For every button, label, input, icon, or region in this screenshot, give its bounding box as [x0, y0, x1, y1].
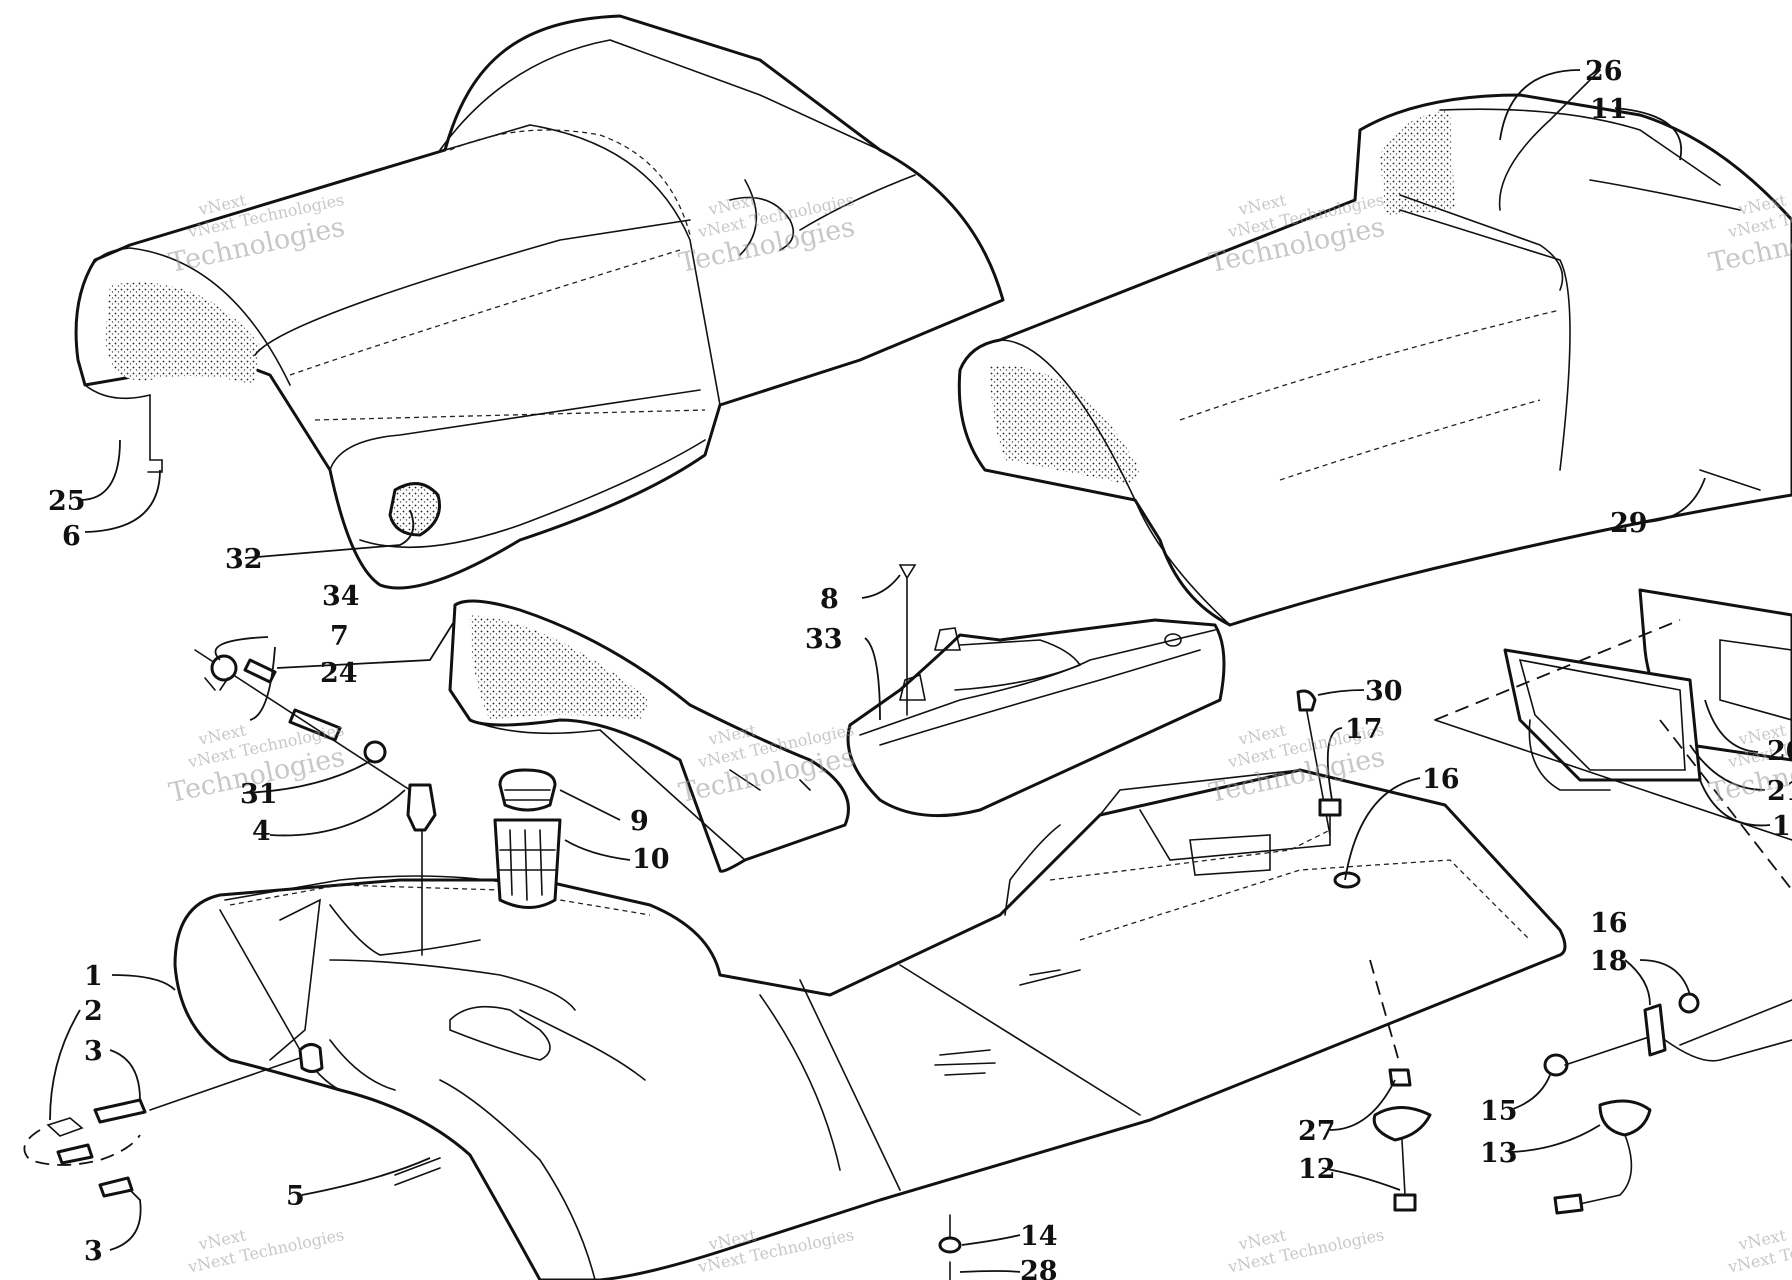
callout-8: 8 [820, 584, 839, 615]
callout-16: 16 [1590, 908, 1628, 939]
callout-5: 5 [286, 1181, 305, 1212]
seat-plug-32 [388, 482, 441, 537]
seat-left [74, 14, 1005, 590]
callout-6: 6 [62, 521, 81, 552]
callout-labels: 1 2 3 3 4 5 6 7 8 9 10 11 12 13 14 15 16… [48, 56, 1792, 1280]
filler-cap-9 [498, 768, 557, 812]
callout-33: 33 [805, 624, 843, 655]
callout-7: 7 [330, 621, 349, 652]
callout-9: 9 [630, 806, 649, 837]
callout-27: 27 [1298, 1116, 1336, 1147]
watermark: vNext vNext Technologies [1725, 1225, 1792, 1277]
callout-10: 10 [632, 844, 670, 875]
leader-lines [49, 69, 1771, 1273]
callout-3: 3 [84, 1236, 103, 1267]
callout-24: 24 [320, 658, 358, 689]
callout-4: 4 [252, 816, 271, 847]
callout-19: 19 [1772, 811, 1792, 842]
callout-2: 2 [84, 996, 103, 1027]
callout-32: 32 [225, 544, 263, 575]
callout-29: 29 [1610, 508, 1648, 539]
callout-15: 15 [1480, 1096, 1518, 1127]
seat-back-24 [448, 599, 850, 873]
callout-14: 14 [1020, 1221, 1058, 1252]
callout-21: 21 [1767, 776, 1792, 807]
callout-25: 25 [48, 486, 86, 517]
callout-20: 20 [1767, 736, 1792, 767]
small-hardware [23, 69, 1792, 1280]
filler-neck-10 [493, 818, 562, 909]
callout-11: 11 [1590, 94, 1628, 125]
callout-1: 1 [84, 961, 103, 992]
watermark: vNext vNext Technologies [1225, 1225, 1385, 1277]
callout-17: 17 [1345, 714, 1383, 745]
watermark: vNext vNext Technologies [185, 1225, 345, 1277]
callout-18: 18 [1590, 946, 1628, 977]
taillight-assembly [1434, 588, 1792, 891]
callout-31: 31 [240, 779, 278, 810]
callout-3: 3 [84, 1036, 103, 1067]
callout-28: 28 [1020, 1256, 1058, 1280]
callout-26: 26 [1585, 56, 1623, 87]
callout-30: 30 [1365, 676, 1403, 707]
callout-16: 16 [1422, 764, 1460, 795]
tray-33 [846, 618, 1226, 818]
body-tank-1 [173, 768, 1567, 1280]
callout-13: 13 [1480, 1138, 1518, 1169]
callout-12: 12 [1298, 1154, 1336, 1185]
callout-34: 34 [322, 581, 360, 612]
seat-right [957, 93, 1792, 627]
